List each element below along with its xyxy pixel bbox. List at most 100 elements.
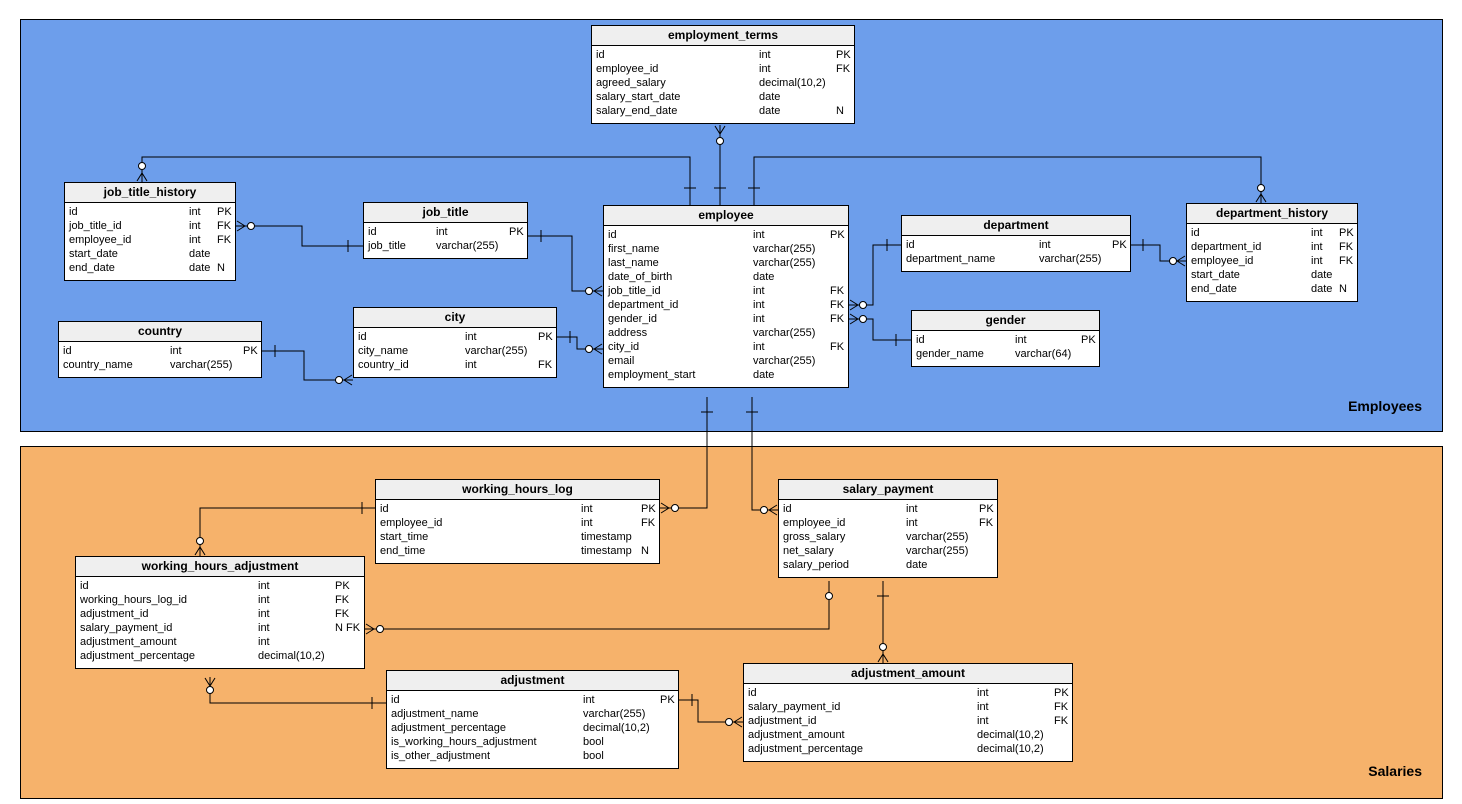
table-title: department [902, 216, 1130, 236]
column-name: id [391, 694, 400, 706]
column-name: adjustment_amount [80, 636, 177, 648]
many-marker [733, 716, 743, 723]
column-type: timestamp [581, 545, 632, 557]
column-flags: PK [538, 331, 553, 343]
column-type: int [581, 517, 593, 529]
column-name: gender_id [608, 313, 657, 325]
column-name: employee_id [69, 234, 132, 246]
column-type: int [759, 49, 771, 61]
column-name: job_title [368, 240, 406, 252]
column-flags: FK [836, 63, 851, 75]
column-type: int [258, 594, 270, 606]
optional-marker [138, 162, 146, 170]
column-type: int [977, 715, 989, 727]
column-name: end_time [380, 545, 426, 557]
column-name: start_time [380, 531, 429, 543]
many-marker [849, 304, 859, 311]
column-type: int [1311, 255, 1323, 267]
column-type: decimal(10,2) [759, 77, 826, 89]
column-name: id [80, 580, 89, 592]
column-name: is_other_adjustment [391, 750, 491, 762]
column-type: int [258, 608, 270, 620]
many-marker [365, 623, 375, 630]
many-marker [365, 628, 375, 635]
column-flags: N [217, 262, 225, 274]
table-title: employment_terms [592, 26, 854, 46]
column-flags: FK [335, 594, 350, 606]
column-type: date [759, 105, 781, 117]
many-marker [719, 125, 726, 135]
optional-marker [585, 287, 593, 295]
optional-marker [825, 592, 833, 600]
column-type: int [753, 313, 765, 325]
many-marker [343, 374, 353, 381]
column-flags: N [641, 545, 649, 557]
column-type: varchar(255) [906, 531, 969, 543]
column-type: int [753, 229, 765, 241]
column-type: varchar(64) [1015, 348, 1072, 360]
relationship-line [849, 244, 901, 306]
column-name: id [906, 239, 915, 251]
column-name: net_salary [783, 545, 834, 557]
column-name: working_hours_log_id [80, 594, 188, 606]
column-type: date [1311, 283, 1333, 295]
optional-marker [1257, 184, 1265, 192]
many-marker [593, 285, 603, 292]
relationship-line [262, 350, 353, 381]
table-title: adjustment [387, 671, 678, 691]
column-name: address [608, 327, 648, 339]
many-marker [199, 546, 206, 556]
column-row: end_time timestamp N [376, 544, 659, 558]
many-marker [593, 343, 603, 350]
column-type: varchar(255) [753, 355, 816, 367]
many-marker [141, 172, 148, 182]
column-type: date [759, 91, 781, 103]
column-flags: FK [979, 517, 994, 529]
column-type: int [906, 517, 918, 529]
column-flags: PK [243, 345, 258, 357]
column-name: salary_payment_id [748, 701, 841, 713]
column-type: int [465, 331, 477, 343]
table-title: working_hours_adjustment [76, 557, 364, 577]
column-flags: PK [830, 229, 845, 241]
table-title: employee [604, 206, 848, 226]
column-name: salary_end_date [596, 105, 678, 117]
column-flags: PK [979, 503, 994, 515]
